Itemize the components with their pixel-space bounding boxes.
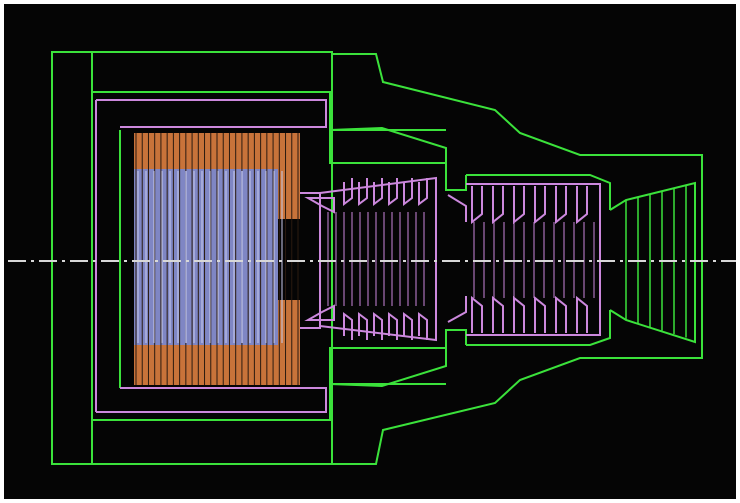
combustor-top-wall: [445, 163, 467, 191]
turbine-blade-bottom: [492, 295, 504, 333]
fan-case-bottom: [96, 387, 327, 413]
fan-blade-lines: [135, 133, 299, 385]
compressor-blade-top: [388, 178, 398, 206]
compressor-blade-bottom: [373, 312, 383, 340]
turbine-blades: [447, 186, 588, 333]
compressor-blade-top: [343, 178, 353, 206]
compressor-blade-bottom: [418, 312, 428, 340]
splitter-top: [329, 126, 447, 164]
front-stator-top: [304, 197, 335, 214]
compressor-drum: [319, 176, 437, 342]
turbine-blade-bottom: [513, 295, 525, 333]
turbine-blade-top: [576, 186, 588, 225]
transition-vane-top: [447, 194, 467, 222]
turbine-blade-top: [492, 186, 504, 225]
exhaust-nozzle: [609, 181, 696, 344]
turbine-blade-bottom: [534, 295, 546, 333]
compressor-blade-bottom: [358, 312, 368, 340]
diagram-background: [4, 4, 736, 499]
turbine-blade-top: [555, 186, 567, 225]
compressor-blade-top: [373, 178, 383, 206]
compressor-blade-bottom: [343, 312, 353, 340]
turbine-drum: [466, 183, 601, 336]
turbine-blade-bottom: [471, 295, 483, 333]
turbine-blade-top: [471, 186, 483, 225]
turbine-blade-top: [534, 186, 546, 225]
compressor-blades: [304, 178, 428, 340]
compressor-blade-top: [403, 178, 413, 206]
splitter-bottom: [329, 347, 447, 388]
fan-case-top: [96, 99, 327, 128]
turbine-blade-bottom: [555, 295, 567, 333]
fan-section: [134, 133, 300, 385]
outer-duct-casing: [332, 53, 703, 465]
fan-blade-hub-bottom: [278, 300, 300, 345]
compressor-blade-bottom: [403, 312, 413, 340]
compressor-blade-bottom: [388, 312, 398, 340]
transition-vane-bottom: [447, 296, 467, 323]
core-case-top: [466, 174, 611, 210]
core-case-bottom: [466, 310, 611, 346]
fan-blade-hub-top: [278, 169, 300, 219]
front-stator-bottom: [304, 304, 335, 321]
compressor-blade-top: [358, 178, 368, 206]
turbine-blade-bottom: [576, 295, 588, 333]
engine-casing: [51, 51, 703, 465]
combustor-bottom-wall: [445, 329, 467, 348]
fan-core: [134, 169, 278, 345]
compressor-blade-top: [418, 178, 428, 206]
turbine-blade-top: [513, 186, 525, 225]
